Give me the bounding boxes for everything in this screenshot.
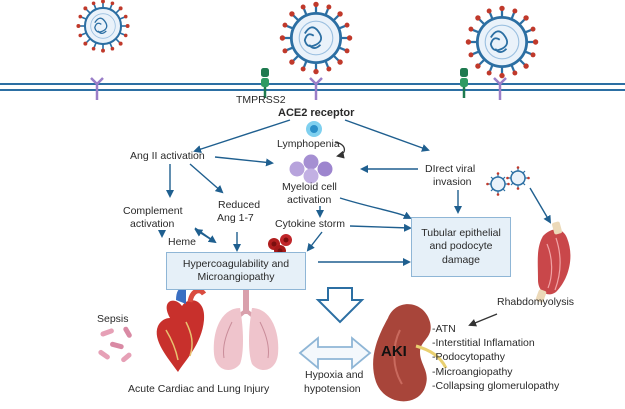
cardiac-lung-label: Acute Cardiac and Lung Injury <box>128 383 270 395</box>
lungs-icon <box>213 290 279 370</box>
hyper-line-1: Hypercoagulability and <box>182 257 290 270</box>
virus-icon <box>278 0 354 76</box>
virus-icon <box>75 0 131 54</box>
small-virus-icon <box>505 165 531 191</box>
virus-icon <box>464 4 540 80</box>
cell-membrane <box>0 83 625 91</box>
lymphopenia-label: Lymphopenia <box>277 138 340 150</box>
myeloid-activation-label: activation <box>287 194 332 206</box>
direct-viral-label: DIrect viral <box>425 163 476 175</box>
aki-label: AKI <box>381 343 407 360</box>
muscle-icon <box>535 221 571 303</box>
lymphocyte-icon <box>306 121 322 137</box>
aki-causes-list: -ATN -Interstitial Inflamation -Podocyto… <box>432 322 559 393</box>
complement-activation-label: activation <box>130 218 175 230</box>
myeloid-cells-icon <box>289 154 333 184</box>
invasion-label: invasion <box>433 176 472 188</box>
aki-item: -ATN <box>432 323 456 335</box>
tmprss2-label: TMPRSS2 <box>236 94 286 106</box>
ang17-label: Ang 1-7 <box>217 212 254 224</box>
ace2-receptor-label: ACE2 receptor <box>278 107 355 119</box>
heme-label: Heme <box>168 236 197 248</box>
kidney-icon <box>373 304 448 402</box>
hyper-line-2: Microangiopathy <box>197 271 275 283</box>
complement-label: Complement <box>123 205 183 217</box>
bacteria-icon <box>98 326 132 363</box>
large-down-arrow <box>315 287 365 324</box>
lymphopenia-arrow <box>334 141 346 159</box>
flow-arrows <box>158 119 552 266</box>
ang2-activation-label: Ang II activation <box>130 150 205 162</box>
tubular-line-2: and podocyte <box>429 240 493 253</box>
tubular-damage-box: Tubular epithelial and podocyte damage <box>411 217 511 277</box>
tmprss2-icon <box>458 66 470 100</box>
double-arrow <box>298 336 372 370</box>
aki-item: -Interstitial Inflamation <box>432 337 535 350</box>
aki-item: -Collapsing glomerulopathy <box>432 379 560 392</box>
myeloid-cell-label: Myeloid cell <box>282 181 337 193</box>
hypoxia-label: Hypoxia and <box>305 369 364 381</box>
aki-item: -Microangiopathy <box>432 365 513 378</box>
heart-icon <box>156 287 207 372</box>
rhabdo-arrow <box>468 313 498 327</box>
aki-item: -Podocytopathy <box>432 351 505 364</box>
sepsis-label: Sepsis <box>97 313 129 325</box>
tubular-line-3: damage <box>442 253 480 266</box>
hypotension-label: hypotension <box>304 383 361 395</box>
small-virus-icon <box>485 171 511 197</box>
cytokine-storm-label: Cytokine storm <box>275 218 346 230</box>
tubular-line-1: Tubular epithelial <box>421 227 501 240</box>
rhabdomyolysis-label: Rhabdomyolysis <box>497 296 575 308</box>
reduced-label: Reduced <box>218 199 261 211</box>
hypercoagulability-box: Hypercoagulability and Microangiopathy <box>166 252 306 290</box>
